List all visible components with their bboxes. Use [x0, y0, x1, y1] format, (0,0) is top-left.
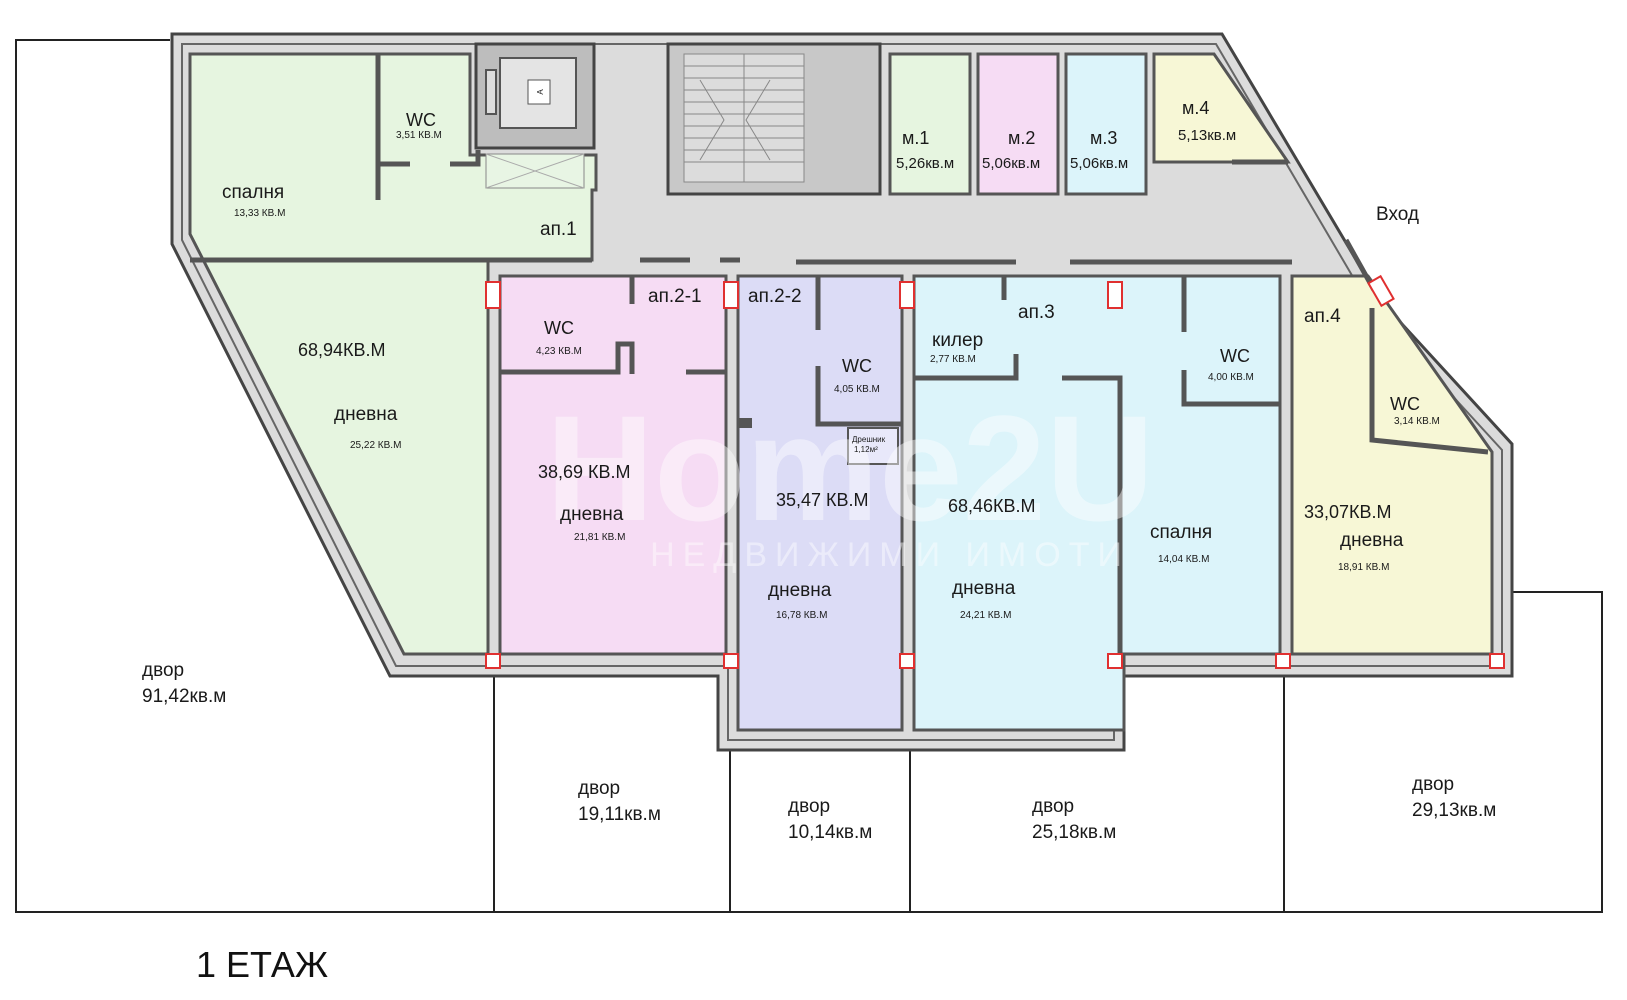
storage-m4-area: 5,13кв.м	[1178, 127, 1236, 144]
ap1-area	[188, 52, 598, 656]
ap2-2-living-area: 16,78 КВ.М	[776, 610, 827, 621]
storage-m2-area	[976, 52, 1060, 196]
ap2-1-area	[498, 274, 728, 656]
ap1-area: 68,94КВ.М	[298, 340, 386, 360]
storage-m1-name: м.1	[902, 128, 929, 148]
ap3-living-wall	[1062, 375, 1123, 400]
ap2-2-closet-name: Дрешник	[852, 435, 886, 444]
yard-1-area: 91,42кв.м	[142, 686, 226, 707]
storage-m3-area	[1064, 52, 1148, 196]
ap1-living-name: дневна	[334, 404, 398, 425]
ap2-2-living-name: дневна	[768, 580, 832, 601]
watermark-tagline: НЕДВИЖИМИ ИМОТИ	[650, 536, 1130, 574]
ap1-wc-wall-3	[450, 150, 481, 167]
yard-2-name: двор	[578, 778, 620, 799]
ap3-living-area: 24,21 КВ.М	[960, 610, 1011, 621]
stair-treads	[683, 53, 805, 183]
ap4-wc-area: 3,14 КВ.М	[1394, 416, 1440, 427]
watermark-brand: Home2U	[546, 384, 1155, 552]
storage-m3-area: 5,06кв.м	[1070, 155, 1128, 172]
ap3-living-name: дневна	[952, 578, 1016, 599]
ap2-2-wall-stub	[738, 418, 752, 428]
ap4-living-area: 18,91 КВ.М	[1338, 562, 1389, 573]
ap2-1-wc-name: WC	[544, 318, 574, 338]
entrance-label: Вход	[1376, 204, 1419, 225]
yard-3-name: двор	[788, 796, 830, 817]
ap2-1-wc-wall	[500, 341, 635, 375]
yard-3-area: 10,14кв.м	[788, 822, 872, 843]
ap2-1-living-name: дневна	[560, 504, 624, 525]
ap3-bedroom-area: 14,04 КВ.М	[1158, 554, 1209, 565]
ap3-wc-area: 4,00 КВ.М	[1208, 372, 1254, 383]
ap3-wc-wall-2	[1181, 370, 1280, 407]
storage-m1-area: 5,26кв.м	[896, 155, 954, 172]
ap4-name: ап.4	[1304, 306, 1341, 327]
ap1-wc-name: WC	[406, 110, 436, 130]
columns	[485, 274, 1505, 669]
ap2-2-wc-area: 4,05 КВ.М	[834, 384, 880, 395]
yard-5-name: двор	[1412, 774, 1454, 795]
ap3-pantry-wall	[914, 354, 1019, 381]
ap1-bedroom-area: 13,33 КВ.М	[234, 208, 285, 219]
storage-m2-area: 5,06кв.м	[982, 155, 1040, 172]
elevator-label: A	[536, 89, 545, 95]
ap3-bedroom-name: спалня	[1150, 522, 1212, 543]
ap2-2-wc-wall-2	[815, 366, 902, 427]
ap3-pantry-area: 2,77 КВ.М	[930, 354, 976, 365]
ap3-name: ап.3	[1018, 302, 1055, 323]
storage-m3-name: м.3	[1090, 128, 1117, 148]
ap1-living-area: 25,22 КВ.М	[350, 440, 401, 451]
yard-1-name: двор	[142, 660, 184, 681]
ap4-area	[1290, 274, 1494, 656]
ap3-area	[912, 274, 1282, 732]
storage-m1-area	[888, 52, 972, 196]
elevator-door	[485, 69, 497, 115]
ap2-1-name: ап.2-1	[648, 286, 702, 307]
yard-2-area: 19,11кв.м	[578, 804, 661, 825]
ap2-2-area: 35,47 КВ.М	[776, 490, 869, 510]
ap2-2-closet-area: 1,12м²	[854, 445, 878, 454]
yard-4-name: двор	[1032, 796, 1074, 817]
storage-m2-name: м.2	[1008, 128, 1035, 148]
yard-4-area: 25,18кв.м	[1032, 822, 1116, 843]
ap3-area: 68,46КВ.М	[948, 496, 1036, 516]
ap2-2-closet-area	[847, 427, 899, 465]
ap2-1-area: 38,69 КВ.М	[538, 462, 631, 482]
ap4-wc-name: WC	[1390, 394, 1420, 414]
landing-hatch	[485, 153, 585, 189]
ap3-pantry-name: килер	[932, 330, 983, 351]
ap1-wc-area: 3,51 КВ.М	[396, 130, 442, 141]
ap4-living-name: дневна	[1340, 530, 1404, 551]
ap2-1-wc-area: 4,23 КВ.М	[536, 346, 582, 357]
ap1-name: ап.1	[540, 219, 577, 240]
storage-m4-area	[1152, 52, 1291, 164]
ap3-wc-name: WC	[1220, 346, 1250, 366]
watermark: Home2U НЕДВИЖИМИ ИМОТИ	[546, 384, 1155, 574]
storage-m4-name: м.4	[1182, 98, 1209, 118]
elevator-label-box	[527, 79, 551, 105]
floor-title: 1 ЕТАЖ	[196, 944, 329, 985]
ap4-area: 33,07КВ.М	[1304, 502, 1392, 522]
yard-5-area: 29,13кв.м	[1412, 800, 1496, 821]
ap1-bedroom-name: спалня	[222, 182, 284, 203]
ap2-2-name: ап.2-2	[748, 286, 802, 307]
ap2-2-wc-name: WC	[842, 356, 872, 376]
ap2-1-living-area: 21,81 КВ.М	[574, 532, 625, 543]
ap4-wc-wall	[1369, 308, 1489, 455]
